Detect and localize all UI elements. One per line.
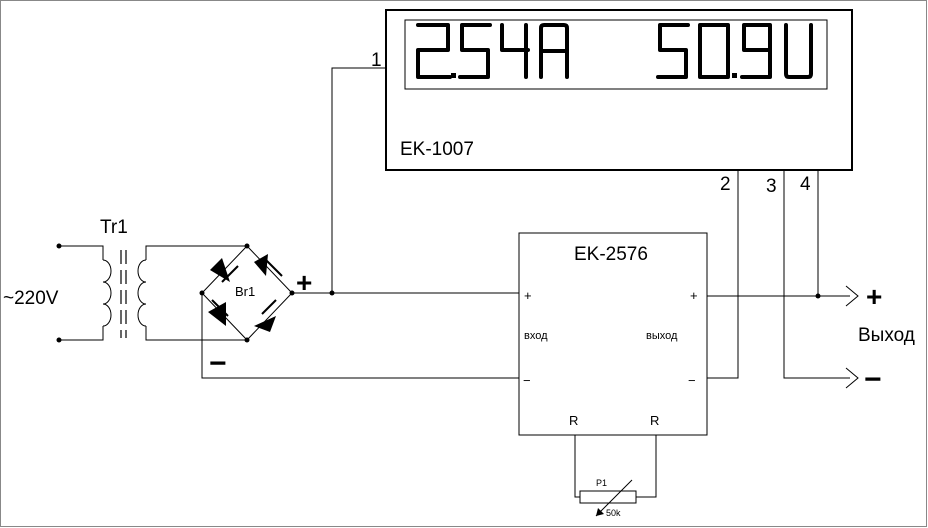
- secondary-coil-icon: [137, 259, 147, 327]
- diode-icon-upper-left: [210, 258, 239, 283]
- seg-digit-0: [698, 23, 730, 79]
- potentiometer-arrow-head-icon: [596, 508, 604, 516]
- regulator-box: [518, 232, 708, 436]
- wire-meter-pin-2: [707, 170, 739, 379]
- secondary-leads: [145, 245, 247, 341]
- wire-to-meter-pin-1: [331, 67, 386, 293]
- primary-leads: [59, 245, 104, 341]
- regulator-input-label: вход: [524, 330, 548, 342]
- bridge-node-bottom: [244, 337, 250, 343]
- meter-pin-1: 1: [371, 50, 382, 71]
- seg-letter-a: [539, 23, 569, 79]
- bridge-plus: +: [296, 267, 312, 298]
- display-current-glyphs: [416, 23, 569, 79]
- regulator-name: EK-2576: [574, 244, 648, 265]
- potentiometer-body: [579, 490, 637, 504]
- regulator-input-plus: +: [524, 288, 532, 303]
- display-voltage-glyphs: [656, 23, 813, 79]
- seg-letter-u: [784, 23, 813, 79]
- bridge-node-top: [244, 243, 250, 249]
- potentiometer-arrow-icon: [595, 479, 633, 517]
- output-label: Выход: [858, 325, 915, 346]
- seg-decimal-point-1: [451, 73, 456, 78]
- diode-icon-upper-right: [254, 254, 283, 277]
- regulator-r-right: R: [650, 413, 659, 428]
- bridge-name: Br1: [235, 284, 255, 299]
- diode-icon-lower-left: [208, 299, 229, 326]
- output-minus-arrow-icon: [845, 367, 859, 389]
- seg-decimal-point-2: [732, 73, 737, 78]
- wire-meter-pin-3: [783, 170, 850, 379]
- seg-digit-2: [416, 23, 452, 79]
- pot-name: P1: [596, 478, 607, 488]
- primary-coil-icon: [102, 259, 112, 327]
- seg-digit-5b: [656, 23, 690, 79]
- regulator-input-minus: −: [523, 373, 531, 388]
- regulator-r-left: R: [569, 413, 578, 428]
- display-voltage-text: 50.9U: [730, 47, 757, 58]
- meter-pin-2: 2: [720, 174, 731, 195]
- wire-r-right: [636, 435, 657, 498]
- seg-digit-4: [500, 23, 530, 79]
- seg-digit-9: [740, 23, 772, 79]
- output-minus: −: [864, 363, 882, 396]
- pot-value: 50k: [606, 508, 621, 518]
- meter-pin-3: 3: [766, 176, 777, 197]
- meter-pin-4: 4: [800, 174, 811, 195]
- regulator-output-plus: +: [690, 288, 698, 303]
- regulator-output-label: выход: [646, 330, 678, 342]
- wire-bridge-minus-to-regulator: [201, 293, 519, 379]
- transformer-name: Tr1: [100, 217, 128, 238]
- display-current-text: 2.54A: [490, 47, 516, 58]
- meter-name: EK-1007: [400, 139, 474, 160]
- bridge-minus: −: [209, 347, 227, 380]
- diode-icon-lower-right: [254, 299, 277, 332]
- output-plus-arrow-icon: [845, 285, 859, 307]
- seg-digit-5: [458, 23, 492, 79]
- wire-r-left: [574, 435, 580, 498]
- output-plus: +: [866, 281, 882, 312]
- regulator-output-minus: −: [688, 373, 696, 388]
- input-voltage-label: ~220V: [3, 288, 59, 309]
